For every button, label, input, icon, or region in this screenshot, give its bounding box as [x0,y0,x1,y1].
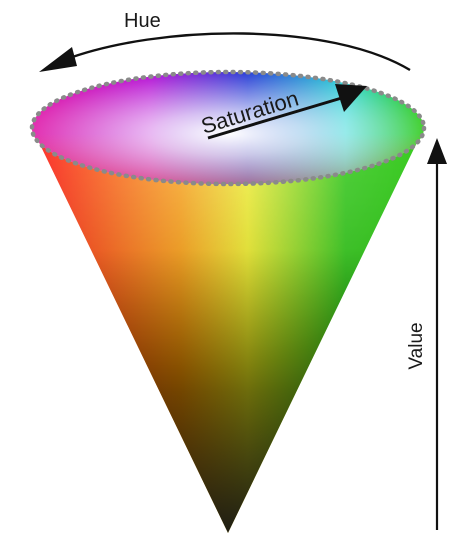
saturation-arrowhead-icon [335,84,367,112]
hue-arrow [39,32,411,72]
hue-arrowhead-icon [39,47,77,72]
value-arrowhead-icon [427,138,447,164]
cone-rim-dotted-outline [29,69,427,187]
cone-body [32,128,424,533]
value-label: Value [406,322,427,369]
cone-top-disk [32,72,424,184]
hue-label: Hue [124,10,161,32]
saturation-arrow [207,84,367,140]
value-arrow [427,138,447,530]
